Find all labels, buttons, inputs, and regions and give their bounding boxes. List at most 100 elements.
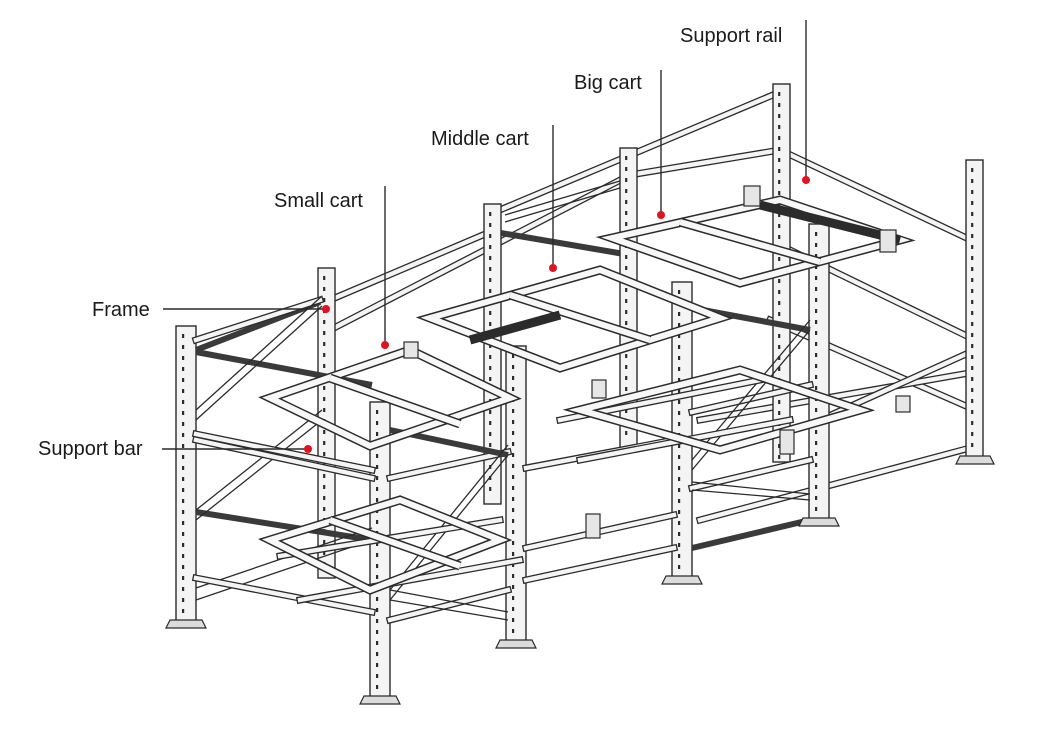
- post-hole: [323, 342, 326, 346]
- post-hole: [512, 420, 515, 424]
- post-hole: [489, 223, 492, 227]
- middle-cart: [415, 265, 734, 399]
- post-hole: [512, 596, 515, 600]
- post-hole: [778, 180, 781, 184]
- post-hole: [376, 685, 379, 689]
- post-hole: [323, 430, 326, 434]
- post-hole: [512, 563, 515, 567]
- post-hole: [625, 409, 628, 413]
- post-hole: [182, 400, 185, 404]
- post-hole: [678, 422, 681, 426]
- post-hole: [625, 376, 628, 380]
- post-hole: [778, 92, 781, 96]
- post-hole: [376, 476, 379, 480]
- post-hole: [815, 254, 818, 258]
- post-hole: [971, 190, 974, 194]
- label-middle-cart: Middle cart: [431, 128, 529, 150]
- post-hole: [971, 168, 974, 172]
- post-hole: [512, 519, 515, 523]
- post-hole: [971, 432, 974, 436]
- post-hole: [625, 189, 628, 193]
- callout-big-cart: Big cart: [574, 70, 665, 219]
- shelf-support-rails: [275, 375, 795, 605]
- post-hole: [489, 487, 492, 491]
- small-cart: [258, 341, 522, 451]
- post-hole: [182, 488, 185, 492]
- post-hole: [778, 367, 781, 371]
- post-hole: [182, 367, 185, 371]
- post-hole: [678, 356, 681, 360]
- label-small-cart: Small cart: [274, 190, 363, 212]
- post-hole: [778, 290, 781, 294]
- post-hole: [815, 452, 818, 456]
- post-hole: [778, 312, 781, 316]
- post-hole: [815, 441, 818, 445]
- callout-small-cart: Small cart: [274, 186, 389, 349]
- post-hole: [971, 333, 974, 337]
- post-hole: [971, 322, 974, 326]
- post-hole: [815, 485, 818, 489]
- post-hole: [323, 364, 326, 368]
- post-hole: [778, 147, 781, 151]
- post-hole: [815, 463, 818, 467]
- post-hole: [778, 400, 781, 404]
- post-hole: [971, 212, 974, 216]
- left-end-frame: [191, 295, 373, 601]
- label-frame: Frame: [92, 299, 150, 321]
- post-hole: [778, 301, 781, 305]
- post-hole: [778, 125, 781, 129]
- post-hole: [376, 465, 379, 469]
- post-hole: [512, 508, 515, 512]
- post-hole: [678, 455, 681, 459]
- post-hole: [182, 598, 185, 602]
- post-hole: [512, 431, 515, 435]
- post-hole: [815, 298, 818, 302]
- callout-support-rail: Support rail: [680, 20, 810, 184]
- post-hole: [489, 278, 492, 282]
- post-hole: [971, 355, 974, 359]
- post-hole: [182, 609, 185, 613]
- post-hole: [512, 409, 515, 413]
- post-hole: [778, 279, 781, 283]
- post-hole: [625, 222, 628, 226]
- post-hole: [489, 344, 492, 348]
- post-hole: [625, 156, 628, 160]
- post-hole: [815, 474, 818, 478]
- post-hole: [512, 365, 515, 369]
- post-hole: [512, 497, 515, 501]
- post-hole: [778, 411, 781, 415]
- post-hole: [182, 345, 185, 349]
- carts: [257, 185, 916, 595]
- post-hole: [678, 554, 681, 558]
- post-hole: [376, 410, 379, 414]
- post-hole: [678, 345, 681, 349]
- post-hole: [182, 576, 185, 580]
- post-hole: [971, 256, 974, 260]
- post-hole: [323, 298, 326, 302]
- post-hole: [489, 377, 492, 381]
- post-hole: [376, 542, 379, 546]
- post-hole: [323, 331, 326, 335]
- post-hole: [376, 641, 379, 645]
- post-hole: [323, 287, 326, 291]
- post-hole: [625, 178, 628, 182]
- post-hole: [182, 510, 185, 514]
- post-hole: [489, 322, 492, 326]
- post-hole: [815, 309, 818, 313]
- post-hole: [815, 331, 818, 335]
- post-hole: [182, 356, 185, 360]
- post-hole: [489, 476, 492, 480]
- post-hole: [815, 320, 818, 324]
- post-hole: [625, 200, 628, 204]
- post-hole: [678, 521, 681, 525]
- post-hole: [323, 386, 326, 390]
- post-hole: [489, 234, 492, 238]
- post-hole: [182, 587, 185, 591]
- post-hole: [512, 387, 515, 391]
- post-hole: [971, 278, 974, 282]
- post-hole: [778, 345, 781, 349]
- post-hole: [678, 444, 681, 448]
- post-hole: [815, 430, 818, 434]
- post-hole: [489, 421, 492, 425]
